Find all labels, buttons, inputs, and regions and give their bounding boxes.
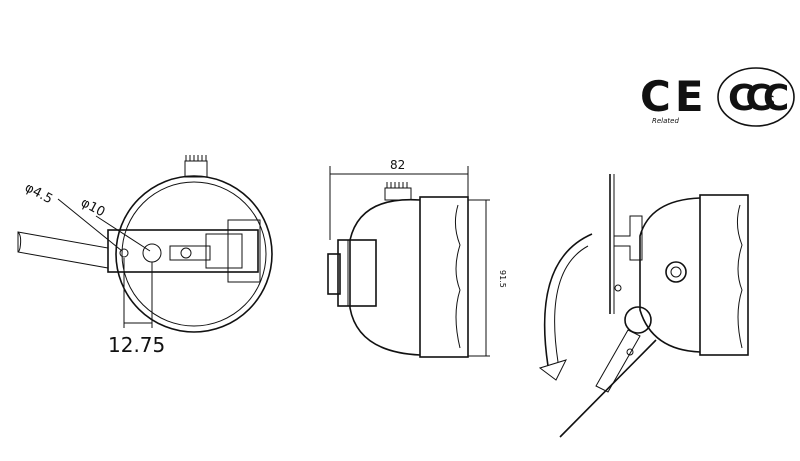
ce-caption: Related <box>652 117 679 125</box>
front-slot-hole <box>180 247 192 259</box>
front-knob <box>184 160 208 178</box>
front-bracket-block <box>205 233 243 269</box>
dim-height: 91.5 <box>498 270 507 288</box>
rotation-arrowhead <box>538 359 567 381</box>
leader-hole-small <box>57 198 123 252</box>
dim-width: 82 <box>390 158 405 172</box>
ccc-suffix: S <box>766 94 775 110</box>
leader-hole-large <box>95 215 151 252</box>
tilt-view <box>538 174 749 438</box>
front-view: φ4.5 φ10 12.75 <box>17 155 273 357</box>
ce-logo-text: CE <box>640 72 708 121</box>
tilt-pivot <box>624 306 652 334</box>
side-connector-cap <box>327 253 341 295</box>
tilt-screw <box>665 261 687 283</box>
front-bracket-plate <box>107 229 259 273</box>
tilt-arm <box>595 329 641 393</box>
tilt-housing <box>639 197 701 353</box>
ccc-logo-text: CCC <box>728 78 788 119</box>
side-knob <box>384 187 412 201</box>
front-housing-inner <box>121 181 267 327</box>
ce-mark: CE Related <box>640 72 708 125</box>
side-front-bezel <box>419 196 469 358</box>
front-housing-outer <box>115 175 273 333</box>
side-view: 82 91.5 <box>327 158 507 358</box>
tilt-arm-line <box>559 339 657 438</box>
ccc-ellipse <box>717 67 795 127</box>
ccc-mark: CCC S <box>717 67 797 127</box>
front-mount-clip <box>227 219 261 283</box>
dim-hole-small: φ4.5 <box>22 180 55 207</box>
tilt-front-bezel <box>699 194 749 356</box>
dim-hole-large: φ10 <box>78 195 107 220</box>
dim-offset: 12.75 <box>108 333 165 357</box>
side-rear-body <box>349 198 421 356</box>
front-bracket-arm <box>17 231 109 269</box>
side-connector <box>337 239 377 307</box>
hole-small <box>119 248 129 258</box>
tilt-bracket <box>614 215 643 261</box>
hole-large <box>142 243 162 263</box>
rotation-arrow <box>543 233 593 367</box>
